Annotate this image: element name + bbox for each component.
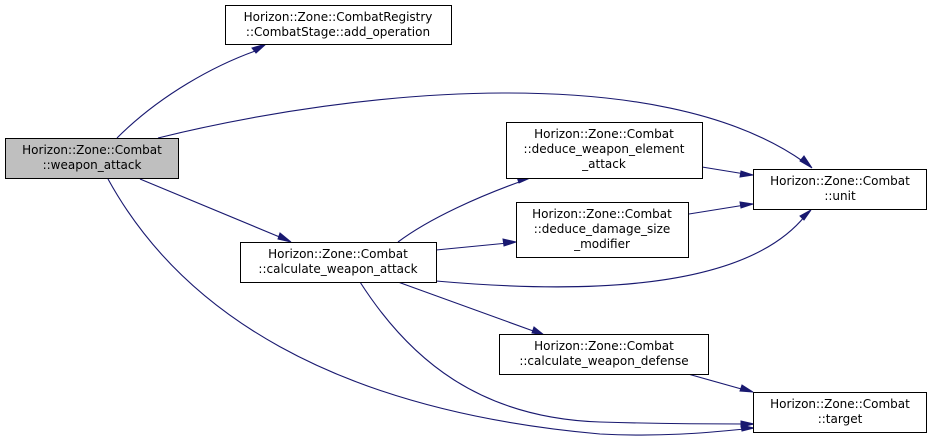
edge-weapon-attack-to-unit <box>157 92 813 169</box>
node-unit[interactable]: Horizon::Zone::Combat ::unit <box>753 169 927 210</box>
node-weapon-attack-line2: ::weapon_attack <box>43 158 142 172</box>
node-calculate-weapon-attack-line1: Horizon::Zone::Combat <box>268 247 408 261</box>
edge-weapon-attack-to-calculate-weapon-attack <box>139 178 292 243</box>
edge-calc-attack-to-target <box>359 281 755 428</box>
node-calculate-weapon-attack[interactable]: Horizon::Zone::Combat ::calculate_weapon… <box>240 242 437 283</box>
node-add-operation-line1: Horizon::Zone::CombatRegistry <box>244 10 433 24</box>
node-calculate-weapon-defense-line2: ::calculate_weapon_defense <box>519 354 688 368</box>
node-target-line2: ::target <box>818 412 863 426</box>
node-deduce-damage-size-modifier-line2: ::deduce_damage_size <box>534 222 671 236</box>
edge-calc-attack-to-deduce-size <box>435 238 518 251</box>
node-add-operation[interactable]: Horizon::Zone::CombatRegistry ::CombatSt… <box>225 5 452 45</box>
node-calculate-weapon-defense-line1: Horizon::Zone::Combat <box>534 339 674 353</box>
edge-calc-attack-to-calc-defense <box>397 281 546 336</box>
node-weapon-attack[interactable]: Horizon::Zone::Combat ::weapon_attack <box>5 138 179 179</box>
node-calculate-weapon-defense[interactable]: Horizon::Zone::Combat ::calculate_weapon… <box>499 334 709 375</box>
node-unit-line2: ::unit <box>824 189 856 203</box>
edge-weapon-attack-to-add-operation <box>116 43 267 139</box>
node-deduce-weapon-element-attack-line1: Horizon::Zone::Combat <box>534 127 674 141</box>
node-deduce-damage-size-modifier-line1: Horizon::Zone::Combat <box>532 207 672 221</box>
node-target[interactable]: Horizon::Zone::Combat ::target <box>753 392 927 433</box>
node-weapon-attack-line1: Horizon::Zone::Combat <box>22 143 162 157</box>
edge-deduce-size-to-unit <box>688 201 754 215</box>
node-unit-line1: Horizon::Zone::Combat <box>770 174 910 188</box>
node-deduce-weapon-element-attack[interactable]: Horizon::Zone::Combat ::deduce_weapon_el… <box>506 122 703 179</box>
edge-deduce-element-to-unit <box>701 166 754 178</box>
edge-calc-attack-to-unit <box>435 209 812 288</box>
node-deduce-damage-size-modifier-line3: _modifier <box>573 237 630 251</box>
node-add-operation-line2: ::CombatStage::add_operation <box>246 25 430 39</box>
edge-calc-defense-to-target <box>687 373 754 393</box>
node-deduce-damage-size-modifier[interactable]: Horizon::Zone::Combat ::deduce_damage_si… <box>516 202 689 258</box>
node-deduce-weapon-element-attack-line2: ::deduce_weapon_element <box>524 142 685 156</box>
edges <box>107 43 813 436</box>
edge-calc-attack-to-deduce-element <box>397 176 531 243</box>
node-calculate-weapon-attack-line2: ::calculate_weapon_attack <box>258 262 417 276</box>
node-target-line1: Horizon::Zone::Combat <box>770 397 910 411</box>
node-deduce-weapon-element-attack-line3: _attack <box>581 157 626 171</box>
